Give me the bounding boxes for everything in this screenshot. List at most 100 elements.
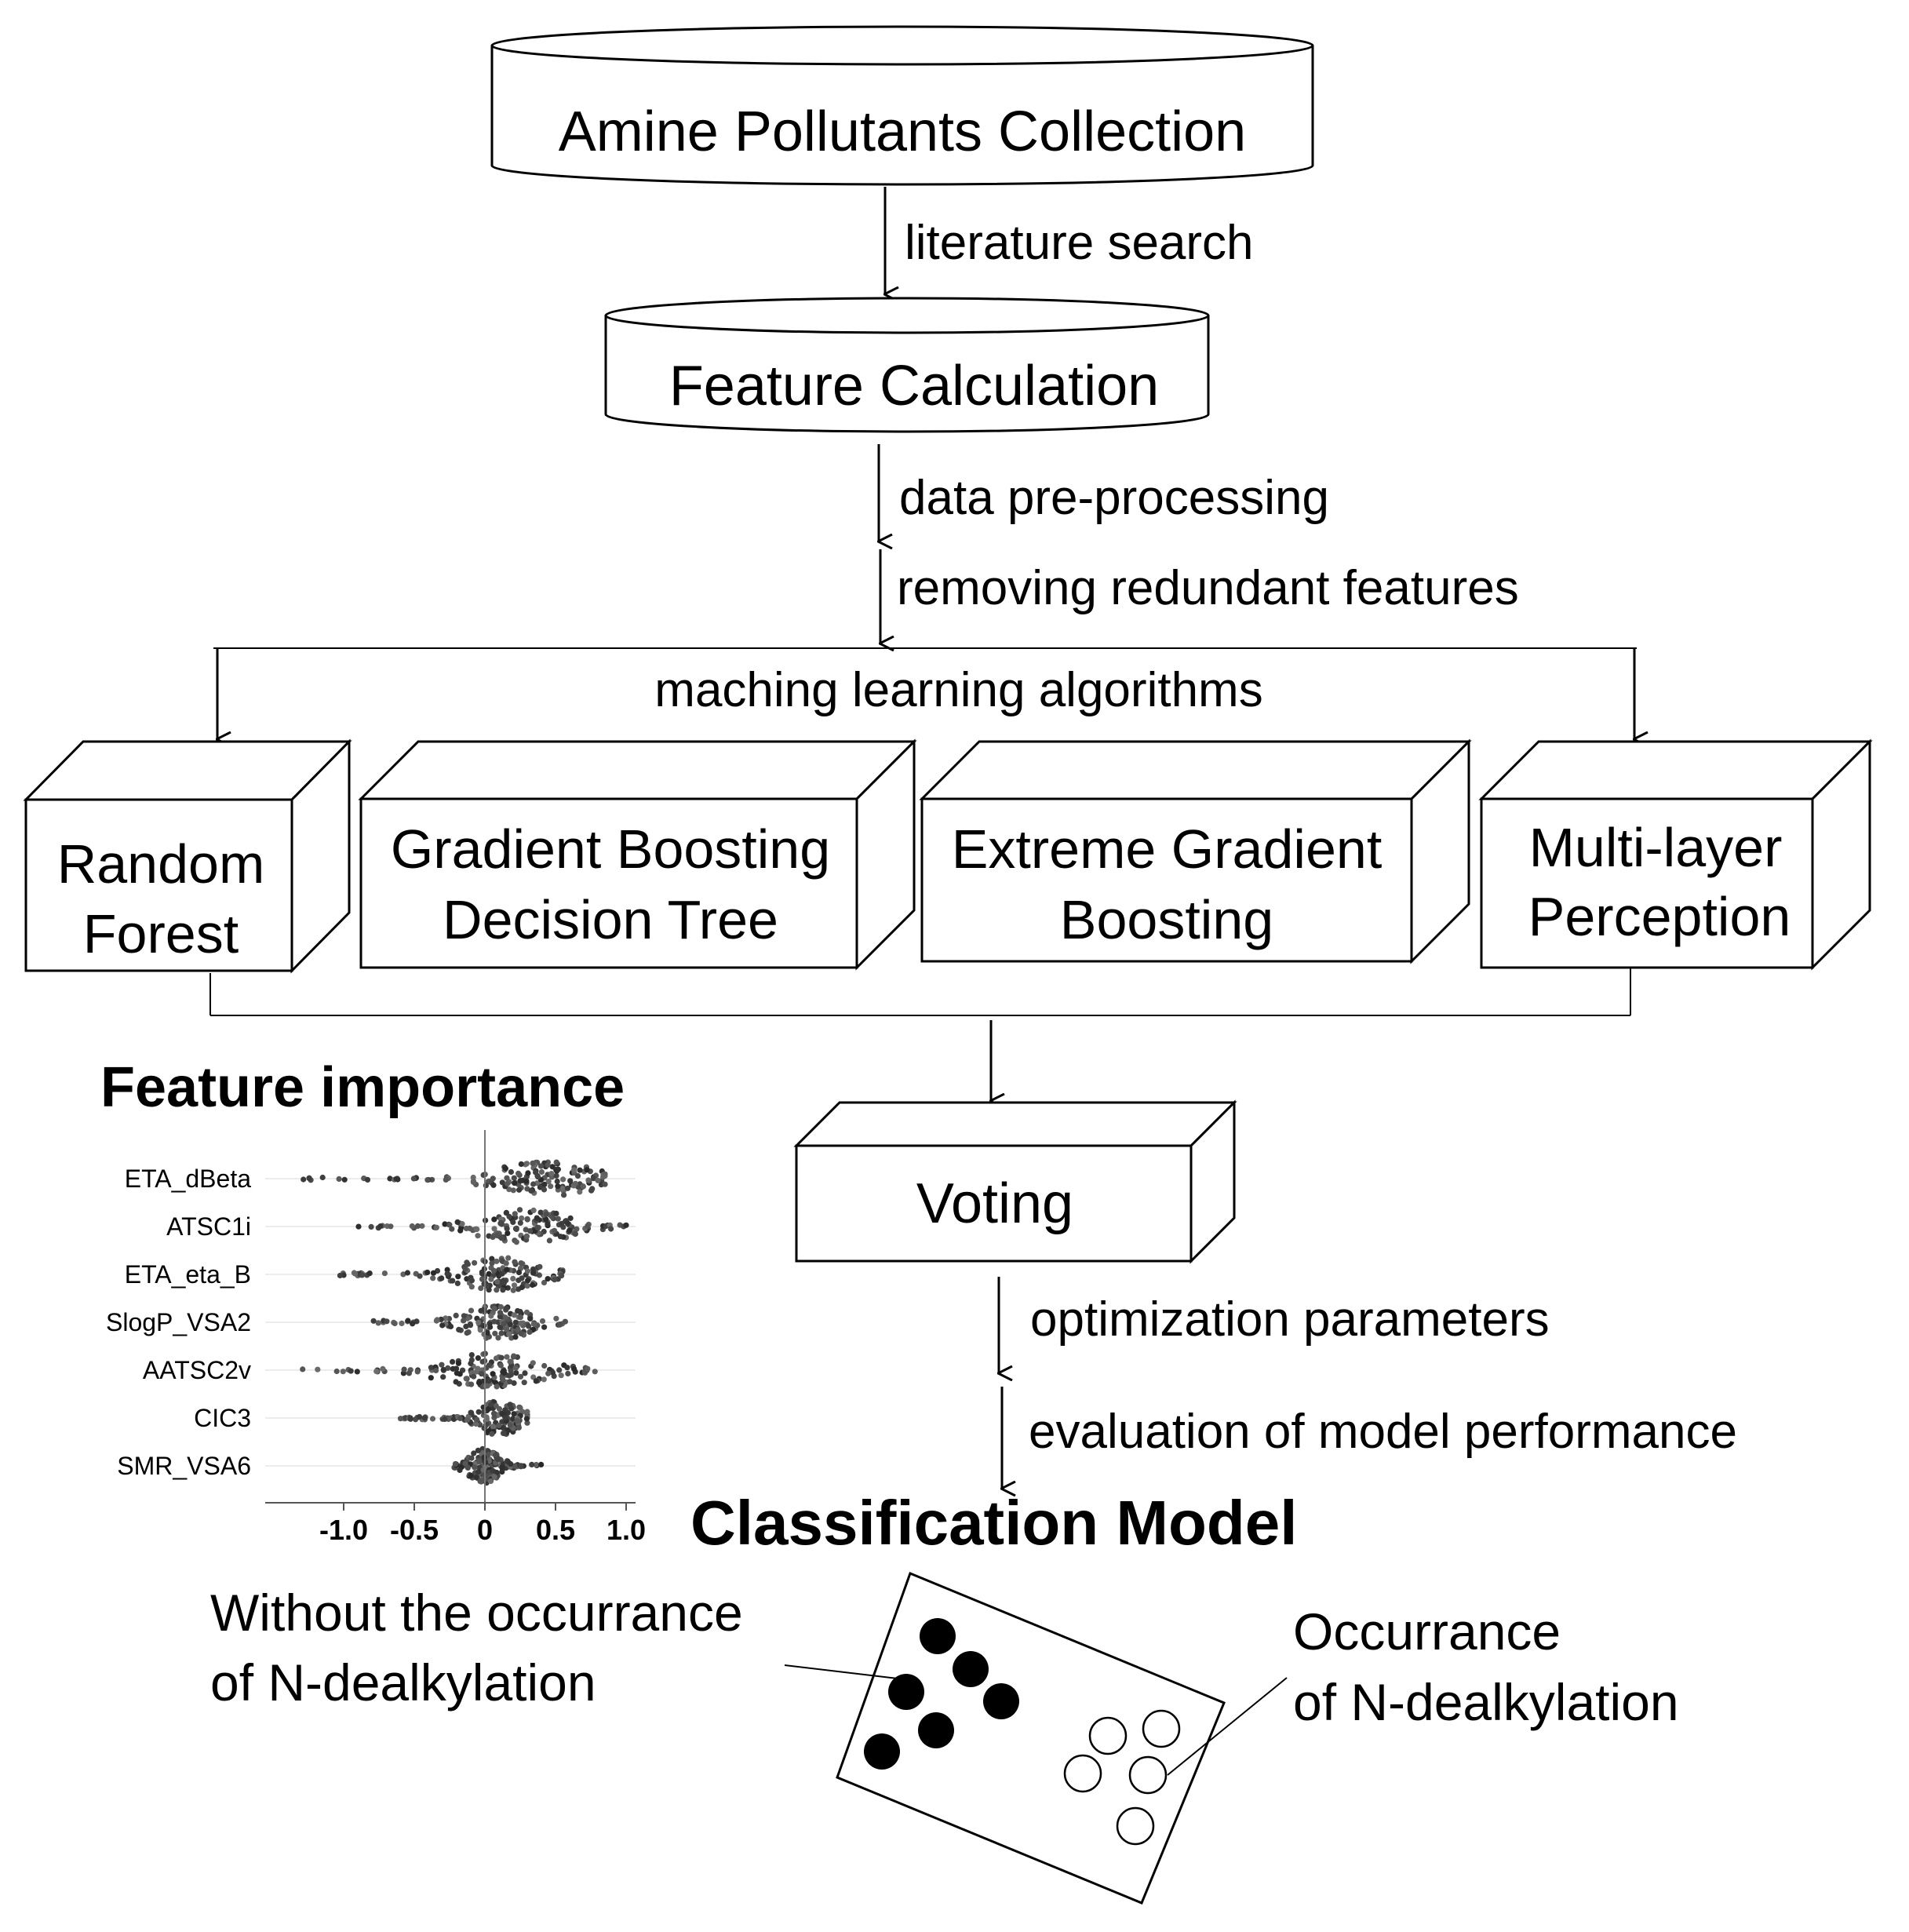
- feature-dot: [424, 1269, 431, 1276]
- x-tick-label-4: 1.0: [607, 1514, 646, 1546]
- feature-dot: [502, 1415, 508, 1421]
- feature-dot: [494, 1469, 500, 1476]
- feature-dot: [462, 1266, 468, 1272]
- feature-dot: [600, 1174, 607, 1180]
- feature-dot: [446, 1222, 453, 1228]
- feature-dot: [498, 1219, 505, 1226]
- feature-dot: [559, 1185, 566, 1192]
- feature-dot: [555, 1216, 561, 1222]
- feature-dot: [430, 1270, 437, 1276]
- feature-dot: [570, 1167, 577, 1173]
- feature-dot: [429, 1416, 436, 1422]
- feature-dot: [439, 1275, 445, 1281]
- feature-dot: [522, 1370, 528, 1376]
- feature-dot: [336, 1176, 342, 1182]
- feature-dot: [442, 1416, 448, 1422]
- positive-class-points: [1063, 1709, 1181, 1846]
- feature-dot: [555, 1166, 562, 1172]
- feature-dot: [454, 1280, 461, 1286]
- feature-dot: [479, 1276, 486, 1282]
- feature-dot: [475, 1319, 482, 1325]
- feature-dot: [524, 1409, 530, 1415]
- feature-dot: [512, 1365, 519, 1371]
- feature-dot: [623, 1222, 629, 1228]
- feature-calc-node: Feature Calculation: [604, 297, 1210, 433]
- feature-dot: [517, 1308, 523, 1315]
- feature-dot: [494, 1279, 501, 1285]
- feature-dot: [337, 1272, 343, 1279]
- feature-dot: [512, 1463, 518, 1469]
- feature-dot: [494, 1232, 501, 1238]
- feature-dot: [567, 1227, 573, 1234]
- feature-dot: [571, 1365, 577, 1372]
- feature-dot: [486, 1270, 492, 1277]
- category-label-1: ATSC1i: [166, 1212, 251, 1241]
- feature-dot: [468, 1278, 475, 1284]
- feature-dot: [375, 1320, 381, 1326]
- feature-dot: [445, 1365, 451, 1371]
- feature-dot: [417, 1413, 423, 1420]
- feature-dot: [384, 1318, 390, 1325]
- feature-dot: [577, 1167, 583, 1173]
- feature-dot: [472, 1464, 478, 1471]
- feature-dot: [497, 1303, 505, 1310]
- feature-dot: [407, 1416, 413, 1422]
- feature-dot: [470, 1179, 477, 1185]
- feature-dot: [511, 1175, 517, 1181]
- feature-dot: [404, 1270, 411, 1276]
- positive-leader-line: [1167, 1677, 1288, 1776]
- feature-dot: [518, 1260, 524, 1267]
- feature-dot: [354, 1369, 360, 1375]
- feature-dot: [545, 1370, 552, 1376]
- feature-dot: [516, 1269, 523, 1276]
- feature-dot: [503, 1209, 510, 1216]
- feature-dot: [574, 1172, 581, 1179]
- xgb-node: Extreme Gradient Boosting: [919, 738, 1472, 964]
- feature-dot: [517, 1373, 524, 1380]
- feature-dot: [511, 1353, 517, 1359]
- feature-dot: [511, 1312, 518, 1318]
- feature-dot: [565, 1370, 571, 1376]
- feature-dot: [556, 1321, 563, 1328]
- feature-dot: [516, 1207, 523, 1213]
- x-tick-label-1: -0.5: [390, 1514, 439, 1546]
- positive-point: [1063, 1754, 1102, 1793]
- feature-dot: [490, 1176, 496, 1182]
- feature-dot: [476, 1458, 483, 1464]
- feature-dot: [417, 1273, 423, 1279]
- feature-dot: [381, 1270, 388, 1277]
- feature-dot: [487, 1324, 494, 1330]
- feature-dot: [499, 1234, 505, 1241]
- feature-dot: [388, 1223, 394, 1230]
- category-label-6: SMR_VSA6: [117, 1452, 251, 1480]
- feature-dot: [512, 1211, 518, 1217]
- feature-dot: [545, 1162, 551, 1168]
- feature-dot: [572, 1230, 578, 1237]
- feature-dot: [500, 1287, 506, 1293]
- feature-dot: [483, 1183, 490, 1189]
- feature-dot: [463, 1225, 470, 1232]
- feature-dot: [491, 1474, 497, 1480]
- feature-dot: [494, 1287, 500, 1293]
- feature-dot: [524, 1283, 530, 1289]
- feature-dot: [440, 1366, 446, 1373]
- feature-dot: [490, 1267, 497, 1274]
- negative-class-points: [864, 1618, 1019, 1770]
- feature-dot: [355, 1223, 362, 1230]
- feature-dot: [516, 1424, 523, 1431]
- feature-dot: [534, 1215, 540, 1221]
- feature-dot: [577, 1189, 583, 1195]
- feature-dot: [557, 1234, 564, 1240]
- feature-dot: [499, 1179, 505, 1186]
- feature-dot: [567, 1215, 574, 1221]
- feature-dot: [592, 1369, 598, 1375]
- feature-dot: [602, 1181, 608, 1187]
- feature-dot: [306, 1175, 312, 1181]
- feature-dot: [498, 1330, 505, 1336]
- feature-dot: [359, 1272, 366, 1278]
- feature-dot: [553, 1172, 559, 1179]
- feature-dot: [589, 1186, 596, 1192]
- feature-dot: [533, 1461, 540, 1468]
- mlp-label-2: Perception: [1528, 886, 1791, 947]
